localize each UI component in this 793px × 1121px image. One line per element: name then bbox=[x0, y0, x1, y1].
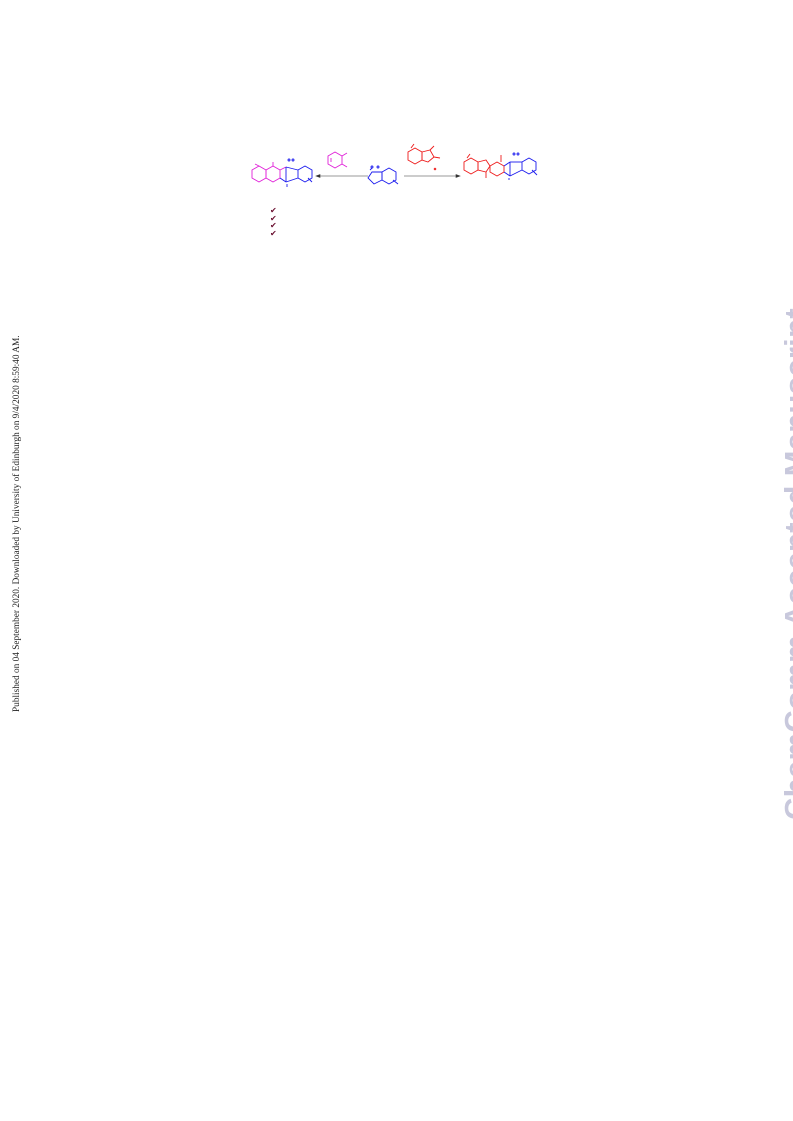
arrow-left bbox=[315, 174, 368, 178]
center-reactant-structure bbox=[367, 165, 399, 185]
check-mark-2: ✔ bbox=[270, 213, 277, 223]
publication-note: Published on 04 September 2020. Download… bbox=[12, 335, 22, 712]
check-mark-1: ✔ bbox=[270, 206, 277, 215]
right-product-core bbox=[503, 152, 538, 180]
accepted-manuscript-watermark: ChemComm Accepted Manuscript bbox=[778, 308, 793, 820]
right-product-structure bbox=[463, 153, 505, 178]
right-reagent-structure bbox=[407, 143, 441, 171]
check-list: ✔ ✔ ✔ ✔ bbox=[270, 207, 277, 237]
left-product-core bbox=[279, 158, 313, 187]
check-mark-4: ✔ bbox=[270, 228, 277, 238]
arrow-right bbox=[404, 174, 461, 178]
reaction-scheme bbox=[251, 143, 538, 187]
left-reagent-structure bbox=[327, 151, 348, 169]
check-mark-3: ✔ bbox=[270, 221, 277, 230]
left-product-structure bbox=[251, 162, 287, 183]
